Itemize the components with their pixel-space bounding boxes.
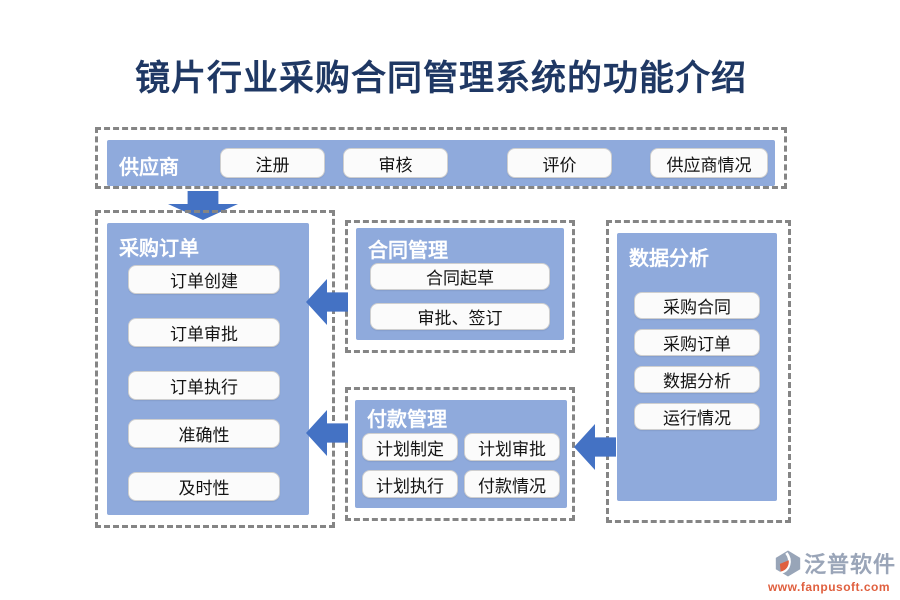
contract-button-approve-sign: 审批、签订 [370, 303, 550, 330]
fanpu-brand-row: 泛普软件 [775, 547, 896, 579]
po-button-order-approve: 订单审批 [128, 318, 280, 347]
fanpu-brand-url: www.fanpusoft.com [767, 580, 891, 594]
supplier-button-status: 供应商情况 [650, 148, 768, 178]
supplier-button-review: 审核 [343, 148, 448, 178]
analysis-panel: 数据分析 采购合同 采购订单 数据分析 运行情况 [617, 233, 777, 501]
supplier-button-evaluate: 评价 [507, 148, 612, 178]
analysis-button-run-status: 运行情况 [634, 403, 760, 430]
contract-button-draft: 合同起草 [370, 263, 550, 290]
purchase-order-frame: 采购订单 订单创建 订单审批 订单执行 准确性 及时性 [95, 210, 335, 528]
purchase-order-title: 采购订单 [119, 238, 199, 260]
po-button-accuracy: 准确性 [128, 419, 280, 448]
contract-panel: 合同管理 合同起草 审批、签订 [356, 228, 564, 340]
purchase-order-panel: 采购订单 订单创建 订单审批 订单执行 准确性 及时性 [107, 223, 309, 515]
analysis-button-purchase-order: 采购订单 [634, 329, 760, 356]
supplier-group-frame: 供应商 注册 审核 评价 供应商情况 [95, 127, 787, 189]
payment-title: 付款管理 [367, 409, 447, 431]
payment-button-plan-execute: 计划执行 [362, 470, 458, 498]
payment-button-plan-create: 计划制定 [362, 433, 458, 461]
payment-button-plan-approve: 计划审批 [464, 433, 560, 461]
supplier-button-register: 注册 [220, 148, 325, 178]
contract-title: 合同管理 [368, 240, 448, 262]
po-button-order-create: 订单创建 [128, 265, 280, 294]
analysis-button-purchase-contract: 采购合同 [634, 292, 760, 319]
fanpu-brand-name: 泛普软件 [803, 552, 896, 577]
analysis-button-data-analysis: 数据分析 [634, 366, 760, 393]
page-title: 镜片行业采购合同管理系统的功能介绍 [134, 59, 747, 98]
po-button-timeliness: 及时性 [128, 472, 280, 501]
contract-frame: 合同管理 合同起草 审批、签订 [345, 220, 575, 353]
payment-frame: 付款管理 计划制定 计划审批 计划执行 付款情况 [345, 387, 575, 521]
supplier-label: 供应商 [119, 157, 179, 179]
fanpu-logo: 泛普软件 www.fanpusoft.com [762, 547, 896, 594]
analysis-title: 数据分析 [629, 248, 709, 270]
po-button-order-execute: 订单执行 [128, 371, 280, 400]
analysis-frame: 数据分析 采购合同 采购订单 数据分析 运行情况 [606, 220, 791, 523]
fanpu-logo-icon [775, 549, 801, 578]
payment-panel: 付款管理 计划制定 计划审批 计划执行 付款情况 [355, 400, 567, 508]
payment-button-payment-status: 付款情况 [464, 470, 560, 498]
supplier-bar: 供应商 注册 审核 评价 供应商情况 [107, 140, 775, 186]
